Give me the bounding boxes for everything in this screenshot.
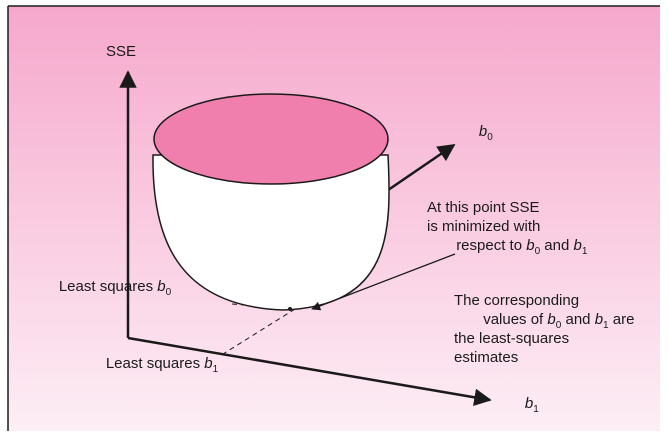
annotation-values-line-3: the least-squares (454, 330, 569, 347)
annotation-values-line-1: The corresponding (454, 292, 579, 309)
sse-bowl-rim (154, 94, 388, 184)
annotation-min-line-1: At this point SSE (427, 199, 540, 216)
annotation-values-line-4: estimates (454, 349, 518, 366)
sse-axis-label: SSE (106, 43, 136, 60)
annotation-min-line-2: is minimized with (427, 218, 540, 235)
minimum-point (288, 307, 292, 311)
